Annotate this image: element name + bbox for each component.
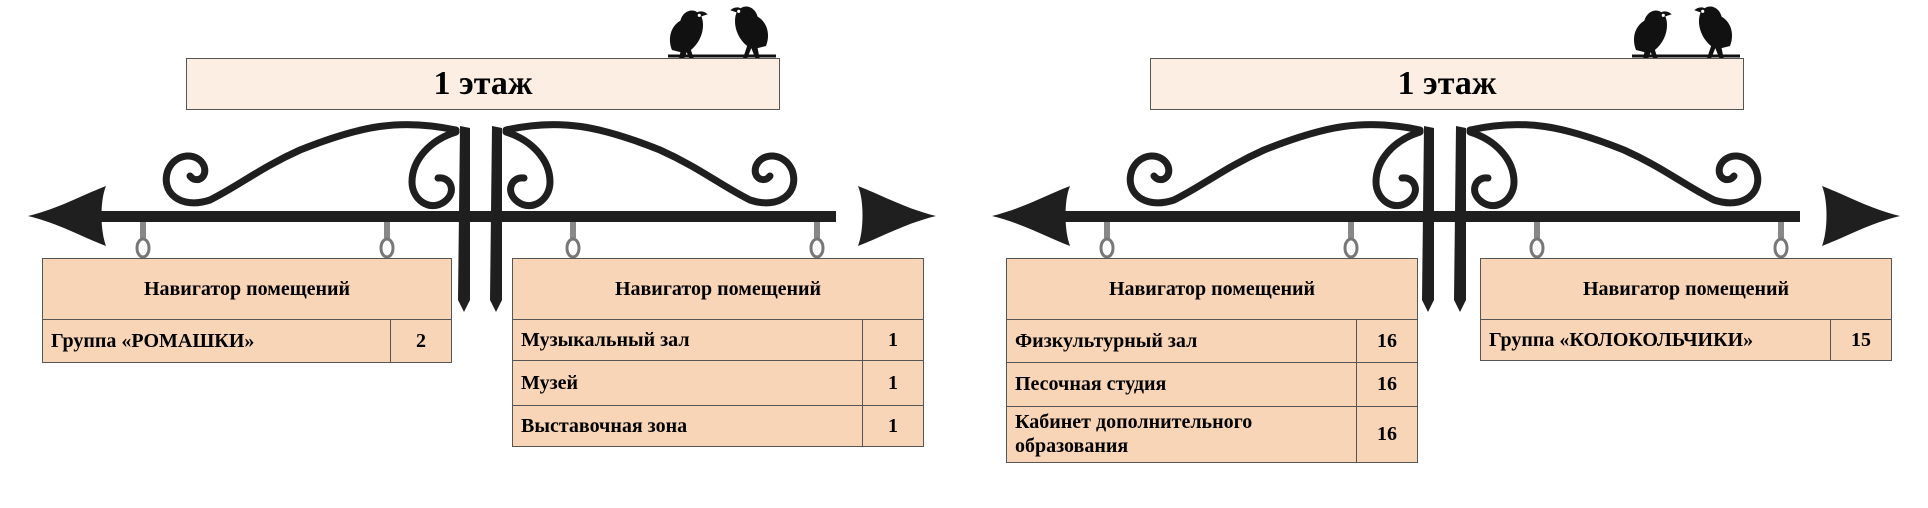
table-row: Физкультурный зал 16 — [1007, 320, 1417, 362]
floor-title-board-2: 1 этаж — [1150, 58, 1744, 110]
room-number: 2 — [390, 320, 451, 362]
floor-title: 1 этаж — [1397, 65, 1497, 102]
table-row: Музей 1 — [513, 359, 923, 405]
floor-title: 1 этаж — [433, 65, 533, 102]
sign-heading: Навигатор помещений — [513, 259, 923, 320]
room-number: 16 — [1356, 361, 1417, 406]
table-row: Музыкальный зал 1 — [513, 320, 923, 360]
table-row: Группа «РОМАШКИ» 2 — [43, 320, 451, 362]
table-row: Песочная студия 16 — [1007, 361, 1417, 406]
room-number: 16 — [1356, 320, 1417, 362]
room-name: Выставочная зона — [513, 404, 863, 446]
room-sign-right-2: Навигатор помещений Группа «КОЛОКОЛЬЧИКИ… — [1480, 258, 1892, 361]
room-name: Физкультурный зал — [1015, 329, 1198, 352]
room-number: 1 — [862, 359, 923, 405]
room-name: Кабинет дополнительного образования — [1007, 405, 1357, 462]
room-name: Группа «КОЛОКОЛЬЧИКИ» — [1489, 329, 1754, 351]
table-row: Группа «КОЛОКОЛЬЧИКИ» 15 — [1481, 320, 1891, 360]
sign-heading: Навигатор помещений — [43, 259, 451, 320]
room-name: Музыкальный зал — [521, 328, 690, 351]
table-row: Выставочная зона 1 — [513, 404, 923, 446]
room-sign-left-1: Навигатор помещений Группа «РОМАШКИ» 2 — [42, 258, 452, 363]
sign-heading: Навигатор помещений — [1481, 259, 1891, 320]
room-number: 16 — [1356, 405, 1417, 462]
room-number: 1 — [862, 320, 923, 360]
room-name: Группа «РОМАШКИ» — [51, 330, 255, 352]
floor-title-board-1: 1 этаж — [186, 58, 780, 110]
table-row: Кабинет дополнительного образования 16 — [1007, 405, 1417, 462]
room-number: 15 — [1830, 320, 1891, 360]
room-sign-left-2: Навигатор помещений Физкультурный зал 16… — [1006, 258, 1418, 463]
room-name: Песочная студия — [1007, 361, 1357, 406]
room-name: Музей — [513, 359, 863, 405]
room-number: 1 — [862, 404, 923, 446]
sign-heading: Навигатор помещений — [1007, 259, 1417, 320]
room-sign-right-1: Навигатор помещений Музыкальный зал 1 Му… — [512, 258, 924, 447]
